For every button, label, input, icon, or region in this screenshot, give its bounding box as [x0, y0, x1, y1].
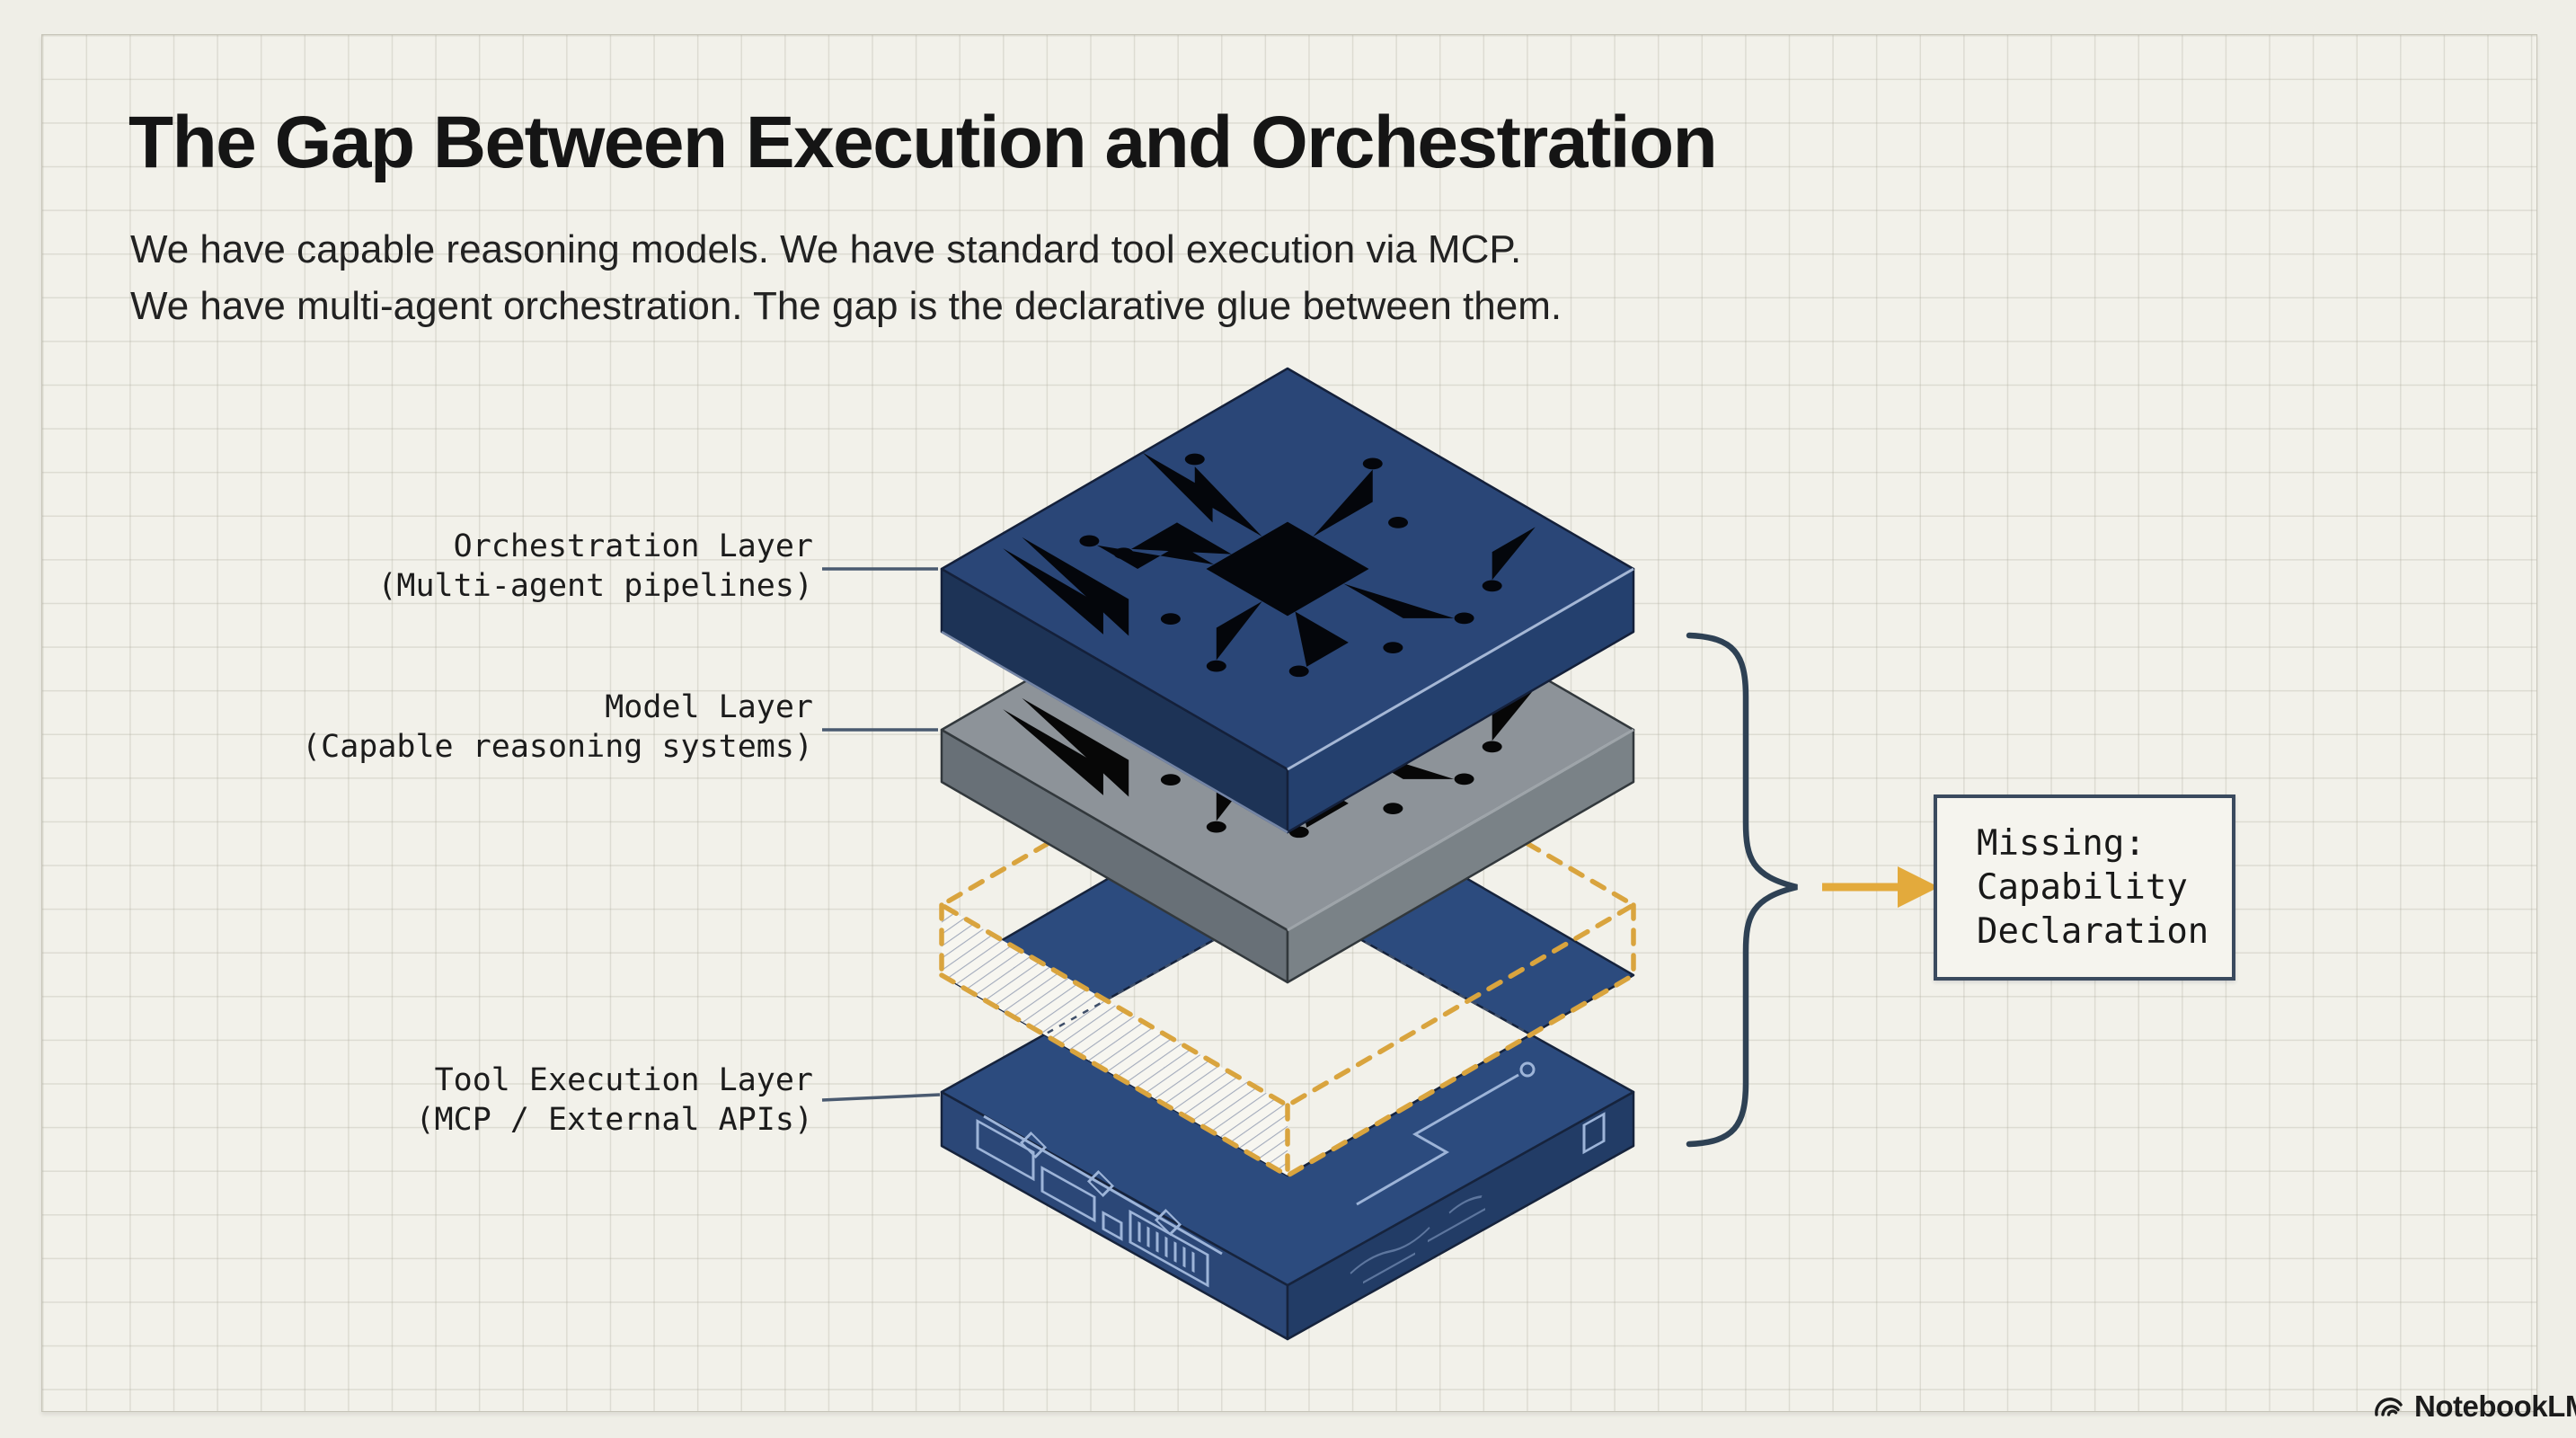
- label-tool-line1: Tool Execution Layer: [434, 1062, 813, 1098]
- label-model-layer: Model Layer (Capable reasoning systems): [274, 688, 813, 767]
- missing-layer-bottom-edges: [939, 972, 1636, 1179]
- arrow-head-icon: [1898, 866, 1939, 908]
- orchestration-layer-shape: [940, 367, 1635, 834]
- model-layer-edge-highlight: [1287, 728, 1634, 932]
- curly-brace: [1686, 632, 1798, 1148]
- label-orchestration-line2: (Multi-agent pipelines): [377, 568, 813, 604]
- missing-capability-callout: Missing: Capability Declaration: [1934, 794, 2235, 981]
- tool-layer-top-traces: [983, 1061, 1536, 1256]
- notebooklm-swirl-icon: [2375, 1398, 2403, 1416]
- label-tool-layer: Tool Execution Layer (MCP / External API…: [274, 1061, 813, 1140]
- label-model-line1: Model Layer: [605, 689, 813, 725]
- page-title: The Gap Between Execution and Orchestrat…: [128, 102, 1718, 183]
- label-orchestration-line1: Orchestration Layer: [453, 528, 813, 564]
- label-tool-line2: (MCP / External APIs): [415, 1102, 813, 1138]
- tool-layer-front-right-marks: [1350, 1112, 1606, 1284]
- missing-arrow: [1822, 866, 1939, 908]
- tool-layer-front-left-components: [976, 1118, 1209, 1288]
- page-subtitle: We have capable reasoning models. We hav…: [130, 221, 1562, 334]
- notebooklm-logo-text: NotebookLM: [2414, 1389, 2576, 1423]
- missing-layer-vertical-edges: [939, 902, 1636, 1178]
- notebooklm-branding: NotebookLM: [2374, 1389, 2576, 1424]
- subtitle-line-2: We have multi-agent orchestration. The g…: [130, 284, 1562, 328]
- orchestration-layer-left-edge-highlight: [941, 630, 1288, 834]
- missing-layer-hatch-wall: [942, 905, 1288, 1176]
- tool-execution-layer-shape: [940, 773, 1635, 1341]
- leader-line-tool: [821, 1093, 941, 1102]
- leader-lines: [821, 567, 941, 1102]
- label-orchestration-layer: Orchestration Layer (Multi-agent pipelin…: [274, 527, 813, 606]
- callout-line2: Capability: [1977, 867, 2188, 908]
- orchestration-layer-right-edge-highlight: [1287, 567, 1634, 771]
- label-model-line2: (Capable reasoning systems): [302, 729, 813, 765]
- callout-line3: Declaration: [1977, 911, 2209, 952]
- subtitle-line-1: We have capable reasoning models. We hav…: [130, 227, 1522, 271]
- callout-line1: Missing:: [1977, 823, 2146, 864]
